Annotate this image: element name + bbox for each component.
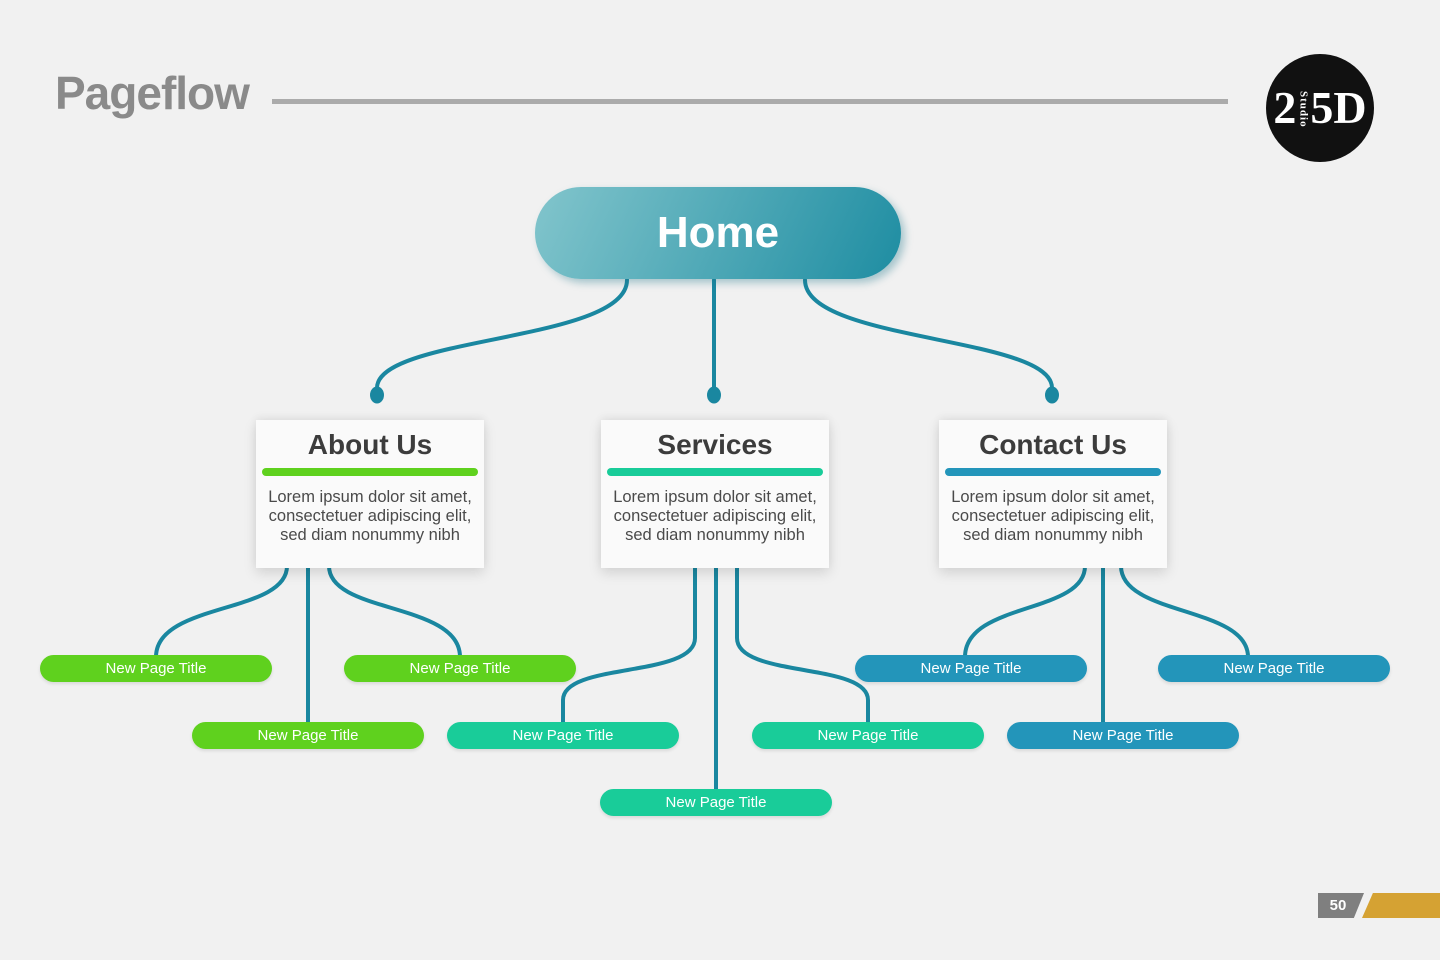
description-line: sed diam nonummy nibh [280,526,460,544]
section-title-about: About Us [307,429,433,460]
section-card-services: Services Lorem ipsum dolor sit amet, con… [601,420,829,568]
section-card-contact: Contact Us Lorem ipsum dolor sit amet, c… [939,420,1167,568]
section-description-contact: Lorem ipsum dolor sit amet, consectetuer… [939,488,1167,545]
logo-right-text: 5D [1310,82,1367,133]
connector-home-contact [803,278,1054,390]
description-line: Lorem ipsum dolor sit amet, [613,488,817,506]
node-dot-about [370,386,384,404]
home-node-label: Home [656,208,780,257]
section-description-services: Lorem ipsum dolor sit amet, consectetuer… [601,488,829,545]
node-dot-contact [1045,386,1059,404]
logo-left-text: 2 [1273,82,1297,133]
description-line: consectetuer adipiscing elit, [268,507,472,525]
connector-about-child3 [327,564,462,659]
footer-gold-bar [1362,893,1440,918]
description-line: consectetuer adipiscing elit, [613,507,817,525]
connector-contact-child3 [1119,564,1250,659]
page-pill-contact-3: New Page Title [1007,722,1239,749]
page-pill-about-1: New Page Title [40,655,272,682]
section-title-services: Services [657,429,773,460]
section-accent-bar-about [262,468,478,476]
header-divider-line [272,99,1228,104]
description-line: Lorem ipsum dolor sit amet, [951,488,1155,506]
section-title-contact: Contact Us [979,429,1127,460]
studio-25d-logo: 2 Studio 5D [1266,54,1374,162]
connector-about-child1 [154,564,289,659]
home-node: Home [535,187,901,279]
description-line: sed diam nonummy nibh [963,526,1143,544]
description-line: consectetuer adipiscing elit, [951,507,1155,525]
connector-home-about [375,278,629,390]
connector-services-child3 [735,564,870,726]
section-description-about: Lorem ipsum dolor sit amet, consectetuer… [256,488,484,545]
page-pill-contact-1: New Page Title [855,655,1087,682]
page-pill-contact-2: New Page Title [1158,655,1390,682]
section-accent-bar-services [607,468,823,476]
node-dot-services [707,386,721,404]
page-pill-services-1: New Page Title [447,722,679,749]
connector-services-child1 [561,564,697,726]
connector-contact-child1 [963,564,1087,659]
section-card-about: About Us Lorem ipsum dolor sit amet, con… [256,420,484,568]
page-pill-about-2: New Page Title [344,655,576,682]
description-line: Lorem ipsum dolor sit amet, [268,488,472,506]
description-line: sed diam nonummy nibh [625,526,805,544]
logo-vertical-text: Studio [1297,90,1310,128]
page-title: Pageflow [55,67,250,119]
section-accent-bar-contact [945,468,1161,476]
page-pill-about-3: New Page Title [192,722,424,749]
page-pill-services-3: New Page Title [600,789,832,816]
page-pill-services-2: New Page Title [752,722,984,749]
